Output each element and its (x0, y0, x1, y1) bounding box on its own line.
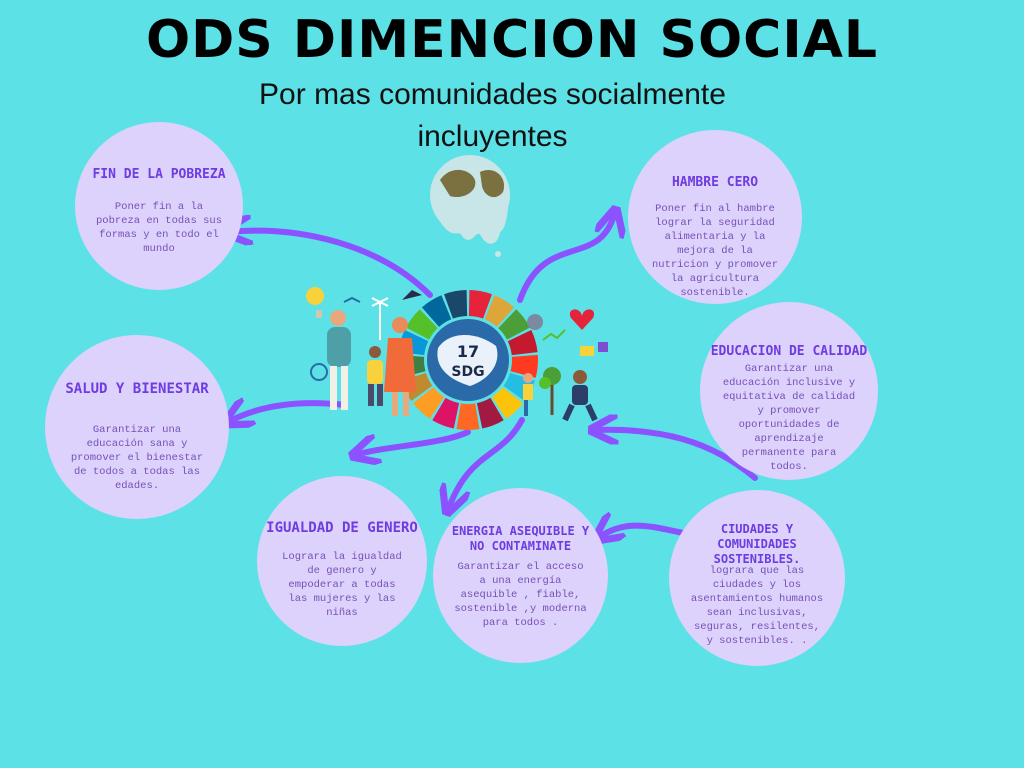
sdg-wheel-segment (491, 387, 524, 419)
goal-title: SALUD Y BIENESTAR (65, 381, 209, 397)
arrow-to-salud (228, 403, 348, 422)
people-illustration (306, 287, 422, 416)
goal-circle-salud: SALUD Y BIENESTAR Garantizar una educaci… (45, 335, 229, 519)
sdg-badge-label: SDG (451, 364, 484, 380)
melting-globe-icon (430, 155, 510, 257)
goal-description: lograra que las ciudades y los asentamie… (690, 565, 824, 647)
goal-description: Garantizar una educación inclusive y equ… (722, 363, 856, 473)
gardener-illustration (523, 309, 608, 422)
goal-circle-hambre-cero: HAMBRE CERO Poner fin al hambre lograr l… (628, 130, 802, 304)
goal-title: HAMBRE CERO (671, 175, 759, 190)
goal-description: Garantizar una educación sana y promover… (70, 424, 204, 492)
arrow-from-ciudades-to-educacion (594, 430, 758, 481)
sdg-wheel-segment (444, 290, 468, 319)
arrow-to-fin-pobreza (228, 231, 433, 298)
goal-circle-ciudades: CiUDADES Y COMUNiDADES SOSTENiBLES. logr… (669, 490, 845, 666)
goal-title: IGUALDAD DE GENERO (266, 520, 418, 536)
arrow-to-hambre-cero (517, 212, 615, 303)
sdg-wheel-segment (456, 403, 480, 430)
goal-description: Lograra la igualdad de genero y empodera… (282, 551, 402, 619)
sdg-wheel-segment (432, 397, 460, 429)
sdg-wheel-segment (468, 290, 492, 319)
goal-circle-igualdad: IGUALDAD DE GENERO Lograra la igualdad d… (257, 476, 427, 646)
goal-description: Garantizar el acceso a una energía asequ… (454, 561, 587, 629)
arrow-to-igualdad (355, 429, 471, 455)
sdg-wheel-segment (405, 309, 438, 340)
goal-title: ENERGiA ASEQUiBLE Y NO CONTAMiNATE (451, 524, 590, 553)
goal-title: FIN DE LA POBREZA (92, 167, 226, 182)
goal-circle-fin-pobreza: FIN DE LA POBREZA Poner fin a la pobreza… (75, 122, 243, 290)
goal-description: Poner fin a la pobreza en todas sus form… (95, 201, 222, 255)
goal-circle-educacion: EDUCACION DE CALIDAD Garantizar una educ… (700, 302, 878, 480)
sdg-wheel-segment (498, 309, 531, 340)
page-title: ODS DIMENCION SOCIAL (145, 10, 879, 70)
sdg-wheel-segment (476, 397, 504, 429)
goal-description: Poner fin al hambre lograr la seguridad … (651, 203, 778, 299)
sdg-wheel-segment (507, 330, 538, 356)
arrow-to-energia (448, 417, 525, 510)
sdg-wheel-segment (484, 295, 515, 327)
goal-title: EDUCACION DE CALIDAD (710, 344, 868, 359)
sdg-wheel-segment (510, 354, 538, 378)
goal-title: CiUDADES Y COMUNiDADES SOSTENiBLES. (713, 522, 801, 566)
sdg-wheel-segment (412, 387, 445, 419)
page-subtitle: Por mas comunidades socialmente incluyen… (259, 78, 726, 153)
sdg-wheel-segment (421, 295, 452, 327)
globe-land (437, 335, 498, 386)
goal-circle-energia: ENERGiA ASEQUiBLE Y NO CONTAMiNATE Garan… (433, 488, 608, 663)
sdg-badge-number: 17 (457, 342, 479, 361)
